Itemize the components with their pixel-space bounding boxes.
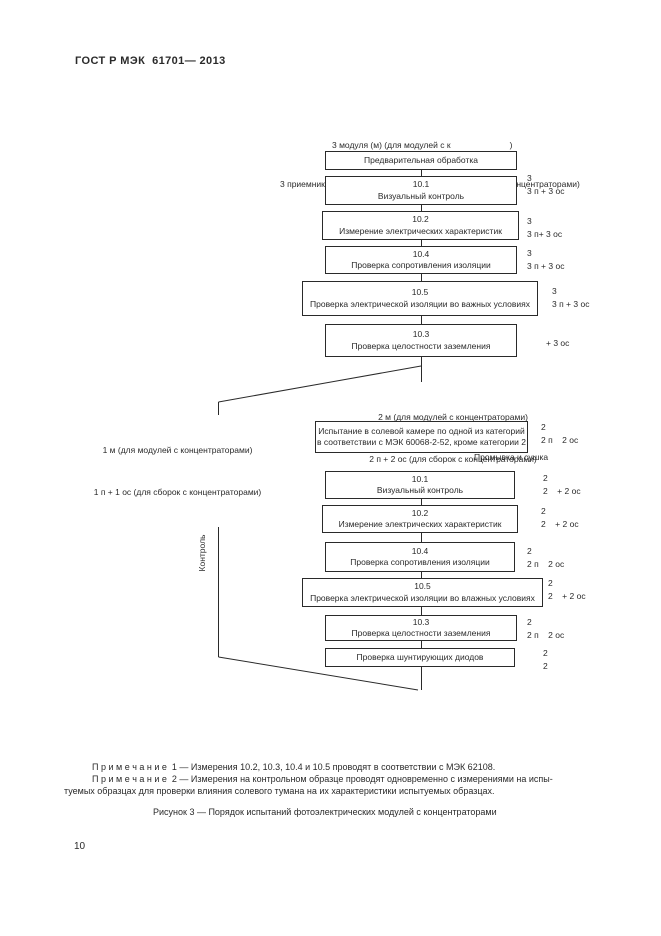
sample-count-annotation: 3 3 п+ 3 ос <box>527 215 562 241</box>
top-sample-line1: 3 модуля (м) (для модулей с к ) <box>332 140 513 150</box>
sample-count-line: 3 п+ 3 ос <box>527 229 563 239</box>
sample-count-line: 3 <box>552 286 557 296</box>
flow-box-number: 10.3 <box>412 329 430 339</box>
sample-count-line: 2 <box>543 661 548 671</box>
sample-count-line: 2 <box>541 422 546 432</box>
sample-count-line: 2 <box>541 506 546 516</box>
right-branch-line2: 2 п + 2 ос (для сборок с концентраторами… <box>369 454 537 464</box>
left-branch-annotation: 1 м (для модулей с концентраторами) 1 п … <box>75 415 280 527</box>
branch-diagonal-bottom <box>218 656 419 691</box>
flow-box-label: Проверка шунтирующих диодов <box>356 651 484 662</box>
figure-caption: Рисунок 3 — Порядок испытаний фотоэлектр… <box>153 807 497 817</box>
flow-box-10-3-ground-continuity-2: 10.3 Проверка целостности заземления <box>325 615 517 641</box>
flow-box-label: Проверка сопротивления изоляции <box>351 260 491 270</box>
flow-box-label: Предварительная обработка <box>364 154 478 165</box>
flow-box-label: Измерение электрических характеристик <box>338 519 502 529</box>
flow-box-number: 10.5 <box>414 581 431 591</box>
flow-box-label: Визуальный контроль <box>377 190 465 201</box>
flow-box-number: 10.4 <box>411 545 429 556</box>
sample-count-line: 2 п 2 ос <box>527 559 565 569</box>
sample-count-annotation: 2 2 + 2 ос <box>543 472 581 498</box>
flow-box-10-4-insulation-resistance: 10.4 Проверка сопротивления изоляции <box>325 246 517 274</box>
sample-count-line: 2 <box>548 578 553 588</box>
note-2-line1: П р и м е ч а н и е 2 — Измерения на кон… <box>92 774 553 784</box>
flow-box-label: Проверка сопротивления изоляции <box>350 557 490 567</box>
flow-box-10-5-wet-insulation-2: 10.5 Проверка электрической изоляции во … <box>302 578 543 607</box>
sample-count-annotation: 2 2 п 2 ос <box>541 421 578 447</box>
sample-count-line: 3 <box>527 216 532 226</box>
sample-count-line: 2 <box>527 617 532 627</box>
sample-count-annotation: + 3 ос <box>546 337 569 350</box>
note-1: П р и м е ч а н и е 1 — Измерения 10.2, … <box>92 762 496 772</box>
flow-box-number: 10.1 <box>411 473 429 484</box>
sample-count-line: 3 <box>527 248 532 258</box>
sample-count-annotation: 2 2 п 2 ос <box>527 545 564 571</box>
sample-count-annotation: 2 2 + 2 ос <box>541 505 579 531</box>
flow-box-10-2-electrical-measurement: 10.2 Измерение электрических характерист… <box>322 211 519 240</box>
branch-diagonal-top <box>218 365 422 403</box>
wash-dry-label: Промывка и сушка <box>474 452 549 462</box>
sample-count-annotation: 3 3 п + 3 ос <box>527 172 564 198</box>
flow-box-number: 10.1 <box>412 179 430 189</box>
sample-count-line: 2 <box>543 473 548 483</box>
sample-count-annotation: 3 3 п + 3 ос <box>527 247 564 273</box>
flow-box-bypass-diode-check: Проверка шунтирующих диодов <box>325 648 515 667</box>
flow-box-number: 10.4 <box>412 248 430 259</box>
flow-box-10-1-visual-inspection-2: 10.1 Визуальный контроль <box>325 471 515 499</box>
flow-box-label: Проверка электрической изоляции во важны… <box>310 298 530 309</box>
flow-box-number: 10.5 <box>411 287 429 297</box>
flow-box-10-3-ground-continuity: 10.3 Проверка целостности заземления <box>325 324 517 357</box>
sample-count-annotation: 2 2 <box>543 647 548 673</box>
sample-count-line: 3 <box>527 173 532 183</box>
sample-count-line: + 3 ос <box>546 338 570 348</box>
sample-count-line: 2 п 2 ос <box>527 630 565 640</box>
flow-box-number: 10.3 <box>412 616 430 627</box>
flow-box-salt-chamber-test: Испытание в солевой камере по одной из к… <box>315 421 528 453</box>
flow-box-10-2-electrical-measurement-2: 10.2 Измерение электрических характерист… <box>322 505 518 533</box>
flow-box-10-5-wet-insulation: 10.5 Проверка электрической изоляции во … <box>302 281 538 316</box>
flow-box-label: Испытание в солевой камере по одной из к… <box>318 425 525 436</box>
sample-count-line: 3 п + 3 ос <box>527 261 565 271</box>
flow-box-number: 10.2 <box>412 214 429 224</box>
flow-box-10-1-visual-inspection: 10.1 Визуальный контроль <box>325 176 517 205</box>
document-header: ГОСТ Р МЭК 61701— 2013 <box>75 55 226 67</box>
sample-count-annotation: 2 2 п 2 ос <box>527 616 564 642</box>
page-number: 10 <box>74 841 86 852</box>
flow-box-label: Визуальный контроль <box>376 485 464 495</box>
right-branch-line1: 2 м (для модулей с концентраторами) <box>378 412 528 422</box>
sample-count-line: 3 п + 3 ос <box>527 186 565 196</box>
flow-box-label: в соответствии с МЭК 60068-2-52, кроме к… <box>317 437 526 447</box>
flow-box-label: Проверка целостности заземления <box>351 628 491 638</box>
flow-box-label: Проверка электрической изоляции во влажн… <box>310 592 535 603</box>
sample-count-line: 2 <box>527 546 532 556</box>
sample-count-annotation: 2 2 + 2 ос <box>548 577 586 603</box>
flow-box-number: 10.2 <box>411 507 429 518</box>
sample-count-line: 2 + 2 ос <box>541 519 579 529</box>
control-branch-label: Контроль <box>197 534 207 572</box>
left-branch-line1: 1 м (для модулей с концентраторами) <box>102 445 253 455</box>
sample-count-line: 2 п 2 ос <box>541 435 579 445</box>
sample-count-annotation: 3 3 п + 3 ос <box>552 285 589 311</box>
note-2-line2: туемых образцах для проверки влияния сол… <box>64 786 495 796</box>
sample-count-line: 2 + 2 ос <box>548 591 586 601</box>
flow-box-label: Проверка целостности заземления <box>351 340 491 351</box>
sample-count-line: 3 п + 3 ос <box>552 299 590 309</box>
flow-box-label: Измерение электрических характеристик <box>339 225 502 236</box>
left-branch-line2: 1 п + 1 ос (для сборок с концентраторами… <box>93 487 262 497</box>
flow-box-pretreatment: Предварительная обработка <box>325 151 517 170</box>
flow-box-10-4-insulation-resistance-2: 10.4 Проверка сопротивления изоляции <box>325 542 515 572</box>
sample-count-line: 2 + 2 ос <box>543 486 581 496</box>
sample-count-line: 2 <box>543 648 548 658</box>
